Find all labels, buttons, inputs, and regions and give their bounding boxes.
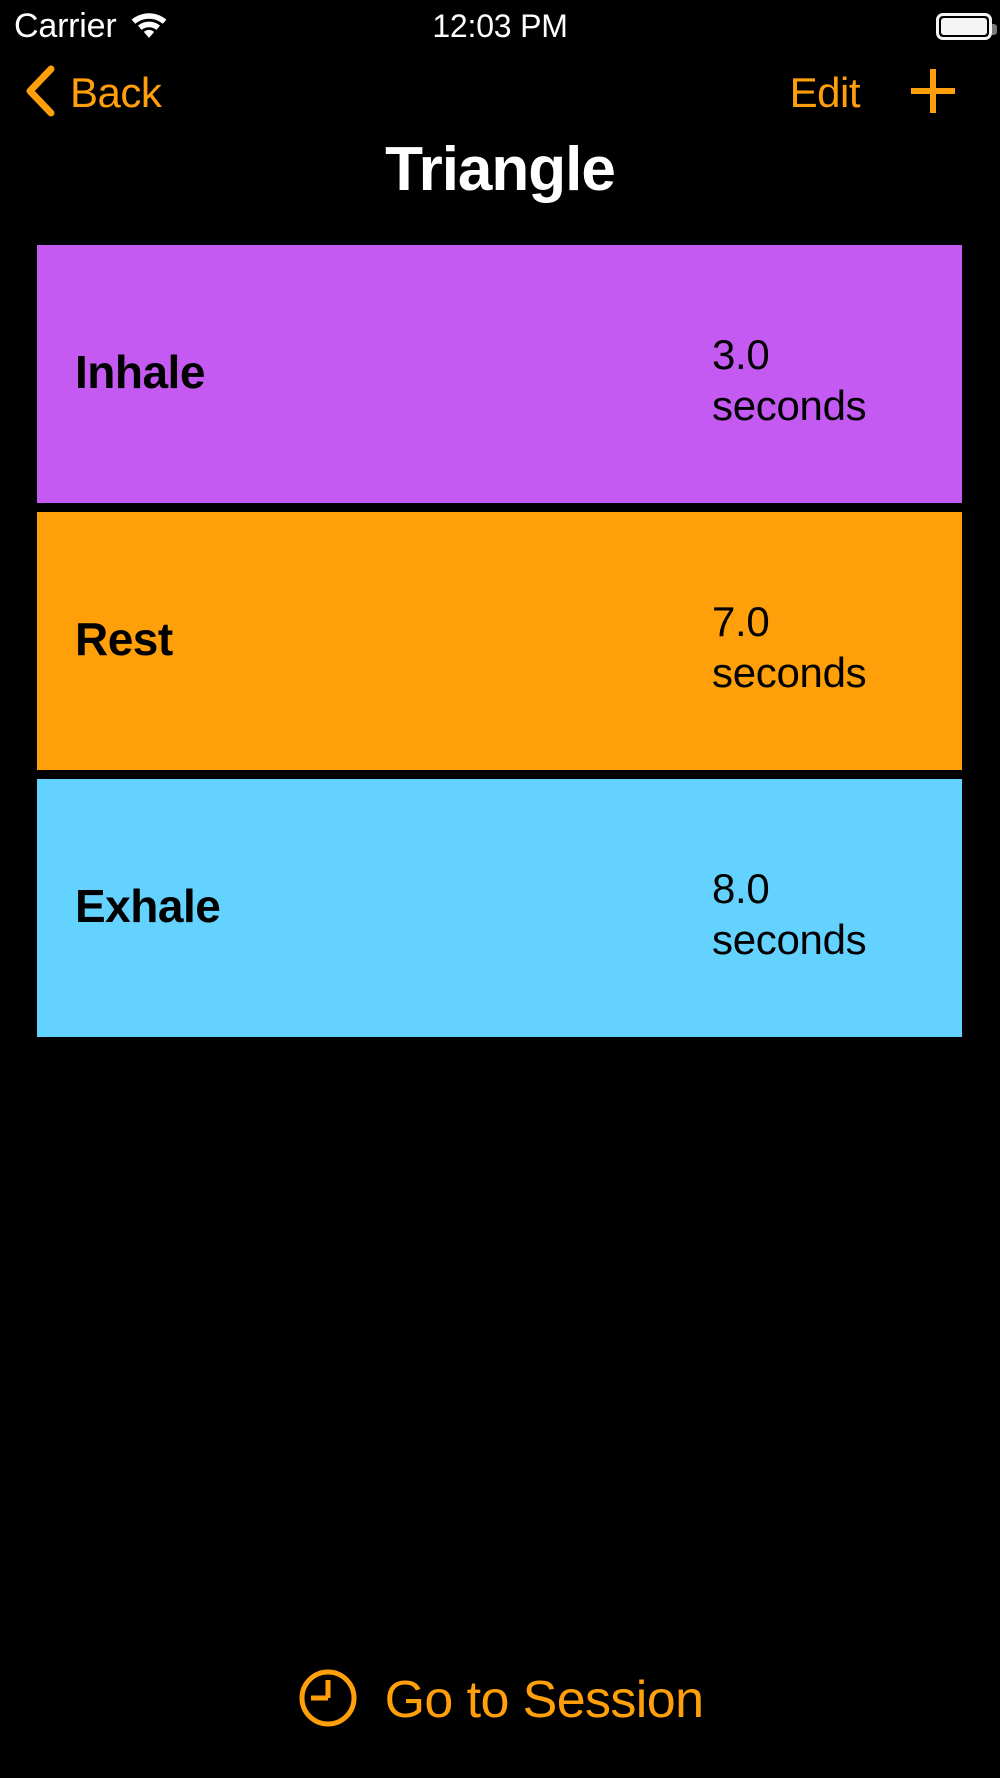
- phase-duration-number: 7.0: [712, 597, 770, 645]
- wifi-icon: [129, 9, 169, 43]
- chevron-left-icon: [24, 65, 56, 122]
- battery-cap: [992, 23, 997, 35]
- phase-list: Inhale 3.0 seconds Rest 7.0 seconds Exha…: [37, 245, 962, 1046]
- clock-time: 12:03 PM: [432, 7, 568, 44]
- plus-icon: [905, 63, 961, 124]
- phase-name: Rest: [75, 613, 173, 665]
- carrier-label: Carrier: [14, 6, 117, 45]
- edit-button-label: Edit: [789, 69, 861, 116]
- phase-name: Inhale: [75, 346, 205, 398]
- phase-duration-number: 3.0: [712, 330, 770, 378]
- edit-button[interactable]: Edit: [789, 58, 861, 128]
- phase-card-rest[interactable]: Rest 7.0 seconds: [37, 512, 962, 770]
- status-bar-right: [936, 12, 997, 40]
- phase-duration: 7.0 seconds: [712, 596, 867, 698]
- phase-name: Exhale: [75, 880, 221, 932]
- page-title: Triangle: [385, 135, 616, 204]
- clock-icon: [297, 1667, 359, 1734]
- status-bar: Carrier 12:03 PM: [0, 0, 1000, 52]
- go-to-session-button[interactable]: Go to Session: [0, 1652, 1000, 1748]
- phase-duration-unit: seconds: [712, 915, 867, 963]
- phase-duration-unit: seconds: [712, 648, 867, 696]
- battery-full-icon: [936, 12, 997, 40]
- phase-duration: 8.0 seconds: [712, 863, 867, 965]
- phase-duration: 3.0 seconds: [712, 329, 867, 431]
- back-button-label: Back: [70, 69, 162, 116]
- add-button[interactable]: [898, 58, 968, 128]
- back-button[interactable]: Back: [24, 58, 162, 128]
- phase-duration-number: 8.0: [712, 864, 770, 912]
- phase-card-inhale[interactable]: Inhale 3.0 seconds: [37, 245, 962, 503]
- go-to-session-label: Go to Session: [384, 1671, 704, 1729]
- battery-fill: [941, 17, 987, 35]
- phase-duration-unit: seconds: [712, 381, 867, 429]
- status-bar-left: Carrier: [14, 7, 169, 46]
- navigation-bar: Back Edit: [0, 58, 1000, 128]
- phase-card-exhale[interactable]: Exhale 8.0 seconds: [37, 779, 962, 1037]
